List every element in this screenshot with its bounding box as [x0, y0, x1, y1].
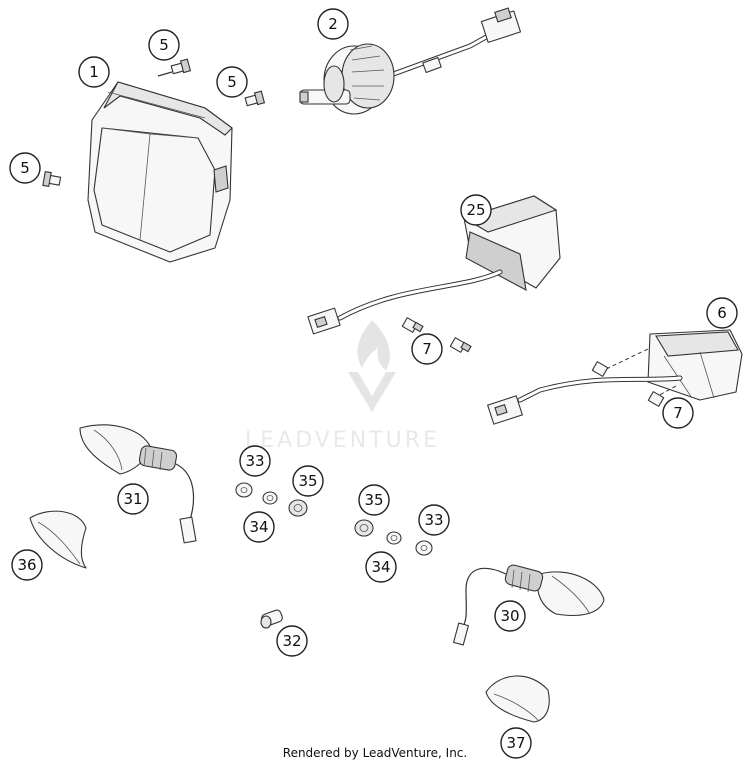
callout-label: 33 — [424, 511, 443, 529]
callout-2[interactable]: 2 — [317, 8, 349, 40]
callout-label: 5 — [227, 73, 237, 91]
callout-6[interactable]: 6 — [706, 297, 738, 329]
callout-33[interactable]: 33 — [239, 445, 271, 477]
callout-label: 31 — [123, 490, 142, 508]
callout-label: 37 — [506, 734, 525, 752]
callout-34[interactable]: 34 — [243, 511, 275, 543]
callout-label: 32 — [282, 632, 301, 650]
headlight-bulb-harness[interactable] — [299, 7, 522, 115]
turn-signal-30[interactable] — [453, 564, 605, 646]
leadventure-flame-logo — [348, 320, 396, 412]
screw-7-a[interactable] — [401, 317, 424, 333]
callout-label: 33 — [245, 452, 264, 470]
callout-label: 1 — [89, 63, 99, 81]
callout-37[interactable]: 37 — [500, 727, 532, 759]
headlight-assembly[interactable] — [87, 81, 233, 263]
washer-34-a[interactable] — [262, 491, 278, 505]
callout-label: 35 — [364, 491, 383, 509]
callout-label: 2 — [328, 15, 338, 33]
nut-35-a[interactable] — [288, 499, 308, 517]
callout-label: 7 — [673, 404, 683, 422]
callout-1[interactable]: 1 — [78, 56, 110, 88]
callout-label: 36 — [17, 556, 36, 574]
callout-label: 5 — [159, 36, 169, 54]
callout-5[interactable]: 5 — [148, 29, 180, 61]
callout-label: 6 — [717, 304, 727, 322]
washer-33-b[interactable] — [415, 540, 433, 556]
bulb-32[interactable] — [260, 609, 284, 629]
tail-light-25[interactable] — [307, 195, 561, 335]
callout-35[interactable]: 35 — [292, 465, 324, 497]
washer-33-a[interactable] — [235, 482, 253, 498]
callout-label: 34 — [249, 518, 268, 536]
lens-cover-36[interactable] — [29, 510, 87, 569]
callout-label: 25 — [466, 201, 485, 219]
callout-32[interactable]: 32 — [276, 625, 308, 657]
callout-5[interactable]: 5 — [216, 66, 248, 98]
callout-34[interactable]: 34 — [365, 551, 397, 583]
washer-34-b[interactable] — [386, 531, 402, 545]
callout-label: 35 — [298, 472, 317, 490]
callout-35[interactable]: 35 — [358, 484, 390, 516]
screw-5-c[interactable] — [42, 170, 62, 188]
callout-label: 30 — [500, 607, 519, 625]
callout-label: 5 — [20, 159, 30, 177]
callout-label: 7 — [422, 340, 432, 358]
callout-33[interactable]: 33 — [418, 504, 450, 536]
callout-30[interactable]: 30 — [494, 600, 526, 632]
callout-31[interactable]: 31 — [117, 483, 149, 515]
callout-5[interactable]: 5 — [9, 152, 41, 184]
turn-signal-31[interactable] — [79, 424, 197, 544]
render-credit: Rendered by LeadVenture, Inc. — [282, 746, 468, 760]
screw-5-a[interactable] — [157, 58, 192, 77]
callout-25[interactable]: 25 — [460, 194, 492, 226]
lens-cover-37[interactable] — [485, 675, 550, 723]
nut-35-b[interactable] — [354, 519, 374, 537]
screw-5-b[interactable] — [244, 90, 266, 107]
tail-light-6[interactable] — [487, 329, 743, 425]
callout-label: 34 — [371, 558, 390, 576]
watermark-text: LEADVENTURE — [245, 428, 440, 453]
callout-7[interactable]: 7 — [662, 397, 694, 429]
screw-7-b[interactable] — [449, 337, 472, 353]
callout-7[interactable]: 7 — [411, 333, 443, 365]
callout-36[interactable]: 36 — [11, 549, 43, 581]
